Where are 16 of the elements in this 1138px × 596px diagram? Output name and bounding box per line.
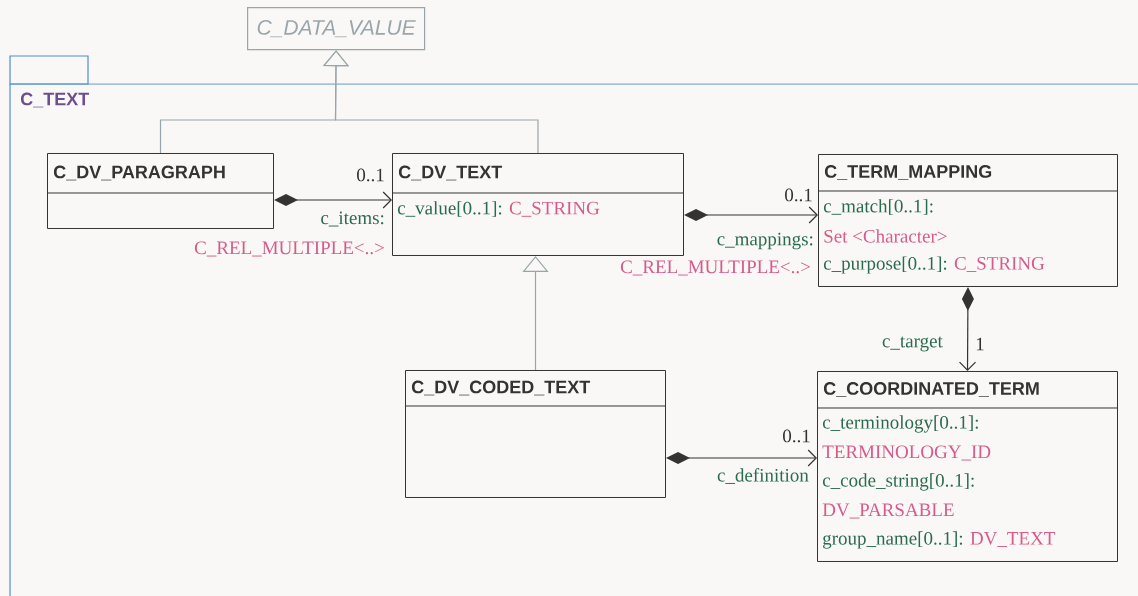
multiplicity-label: 1: [974, 336, 986, 352]
type-label: C_REL_MULTIPLE<..>: [193, 240, 386, 258]
edge-label: c_definition: [716, 467, 810, 485]
type-label: C_REL_MULTIPLE<..>: [619, 259, 812, 277]
class-box: C_TERM_MAPPING c_match[0..1]: Set <Character> c_purpose[0..1]: C_STRING: [817, 154, 1118, 287]
class-box: C_DV_TEXT c_value[0..1]: C_STRING: [391, 153, 684, 256]
node-label: C_TEXT: [20, 92, 90, 108]
class-box: C_DV_PARAGRAPH: [46, 153, 274, 229]
composition-arrow: [666, 449, 817, 467]
composition-arrow: [958, 287, 977, 371]
inheritance-arrow: [322, 50, 539, 154]
composition-arrow: [274, 191, 392, 209]
class-box: C_COORDINATED_TERM c_terminology[0..1]: TERMINOLOGY_ID c_code_string[0..1]: DV_PARSABLE group_name[0..1]: DV_TEXT: [816, 371, 1118, 562]
edge-label: c_items:: [319, 210, 386, 228]
composition-arrow: [684, 206, 818, 224]
class-box: C_DV_CODED_TEXT: [404, 370, 666, 498]
